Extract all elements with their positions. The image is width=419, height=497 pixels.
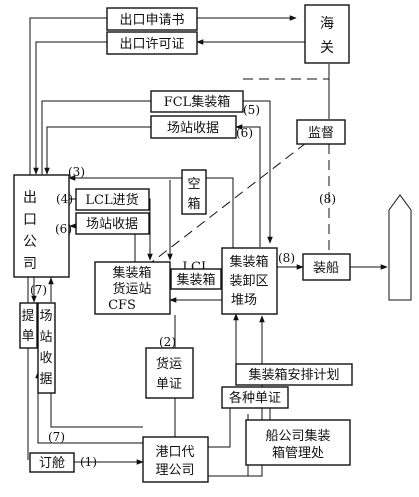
step-6-top-label: (6)	[236, 126, 253, 140]
flow-agent-to-bill	[35, 371, 143, 444]
export-company-label-2: 口	[23, 212, 37, 228]
shipping-mgmt-label-1: 船公司集装	[265, 428, 330, 444]
node-container-plan: 集装箱安排计划	[235, 363, 353, 386]
cy-label-3: 堆场	[231, 293, 257, 308]
step-1-label: (1)	[80, 455, 97, 469]
node-export-application: 出口申请书	[106, 7, 198, 31]
yard-receipt-v-label-1: 场	[39, 309, 52, 324]
export-company-label-3: 公	[23, 234, 37, 250]
step-8-vertical-label: (8)	[319, 192, 336, 206]
node-supervision: 监督	[296, 119, 346, 145]
ship-shape	[388, 194, 412, 301]
flow-empty-container	[68, 175, 234, 250]
yard-receipt-v-label-3: 收	[39, 351, 52, 366]
node-export-license: 出口许可证	[106, 31, 198, 55]
cy-label-1: 集装箱	[229, 254, 268, 270]
various-docs-label: 各种单证	[229, 390, 281, 406]
flow-company-to-application	[29, 17, 107, 175]
flow-yard-receipt-to-agent	[50, 392, 143, 428]
freight-docs-label-2: 单证	[156, 377, 182, 392]
export-application-label: 出口申请书	[119, 13, 184, 28]
flow-agent-to-docs	[208, 408, 231, 448]
dashed-supervision-cfs	[151, 142, 307, 263]
yard-receipt-mid-label: 场站收据	[86, 217, 138, 232]
node-bill-of-lading: 提 单	[19, 302, 38, 349]
booking-label: 订舱	[39, 456, 65, 471]
cfs-label-3: CFS	[108, 298, 136, 313]
yard-receipt-v-label-4: 据	[39, 372, 52, 387]
export-company-label-4: 司	[23, 256, 37, 272]
step-2-label: (2)	[159, 335, 176, 349]
step-6-left-label: (6)	[55, 222, 72, 236]
step-3-label: (3)	[68, 165, 85, 179]
step-4-label: (4)	[56, 192, 73, 206]
port-agent-label-2: 理公司	[155, 463, 194, 478]
step-8-horizontal-label: (8)	[278, 251, 295, 265]
customs-label-1: 海	[320, 16, 334, 32]
connectors	[27, 15, 412, 477]
flow-license-to-company	[33, 41, 107, 175]
lcl-delivery-label: LCL进货	[85, 192, 138, 208]
yard-receipt-top-label: 场站收据	[167, 121, 219, 136]
cy-label-2: 装卸区	[229, 273, 268, 289]
supervision-label: 监督	[308, 126, 334, 141]
shipping-mgmt-label-2: 箱管理处	[272, 445, 324, 461]
node-customs: 海 关	[304, 4, 350, 64]
flow-fcl-to-cy	[242, 100, 273, 244]
node-export-company: 出 口 公 司	[13, 174, 70, 278]
step-7-lower-label: (7)	[48, 430, 65, 444]
step-5-label: (5)	[243, 103, 260, 117]
node-port-agent: 港口代 理公司	[142, 436, 209, 483]
step-labels: (3) (4) (6) (5) (6) (8) (8) (7) (7) (2) …	[30, 103, 336, 469]
flow-yard-receipt-to-company	[44, 126, 151, 175]
node-cfs: 集装箱 货运站 CFS	[94, 261, 171, 315]
port-agent-label-1: 港口代	[155, 445, 194, 460]
node-yard-receipt-top: 场站收据	[150, 115, 237, 139]
freight-docs-label-1: 货运	[156, 356, 182, 372]
empty-container-label-1: 空	[187, 177, 200, 192]
node-various-docs: 各种单证	[221, 386, 289, 409]
empty-container-label-2: 箱	[187, 196, 200, 212]
node-shipping-mgmt: 船公司集装 箱管理处	[245, 419, 351, 466]
export-company-label-1: 出	[23, 190, 37, 206]
node-cy: 集装箱 装卸区 堆场	[221, 247, 278, 315]
loading-label: 装船	[313, 261, 339, 276]
node-empty-container: 空 箱	[181, 169, 207, 215]
customs-label-2: 关	[320, 40, 334, 56]
flow-company-to-fcl	[41, 100, 151, 175]
bill-of-lading-label-2: 单	[21, 329, 34, 344]
node-freight-docs: 货运 单证	[145, 347, 194, 399]
node-container: 集装箱	[170, 268, 222, 290]
node-yard-receipt-mid: 场站收据	[75, 212, 150, 235]
yard-receipt-v-label-2: 站	[39, 330, 52, 345]
container-label: 集装箱	[176, 272, 215, 288]
cfs-label-1: 集装箱	[112, 265, 151, 281]
node-loading: 装船	[302, 253, 351, 281]
flow-cy-to-yard-receipt	[235, 124, 261, 247]
node-yard-receipt-vertical: 场 站 收 据	[37, 302, 56, 394]
node-booking: 订舱	[29, 452, 75, 473]
export-license-label: 出口许可证	[119, 37, 184, 52]
bill-of-lading-label-1: 提	[21, 308, 34, 324]
step-7-upper-label: (7)	[30, 283, 47, 297]
fcl-label: FCL集装箱	[164, 94, 231, 110]
container-plan-label: 集装箱安排计划	[248, 367, 339, 383]
node-fcl: FCL集装箱	[150, 90, 244, 113]
node-lcl-delivery: LCL进货	[75, 188, 150, 211]
cfs-label-2: 货运站	[112, 281, 151, 297]
